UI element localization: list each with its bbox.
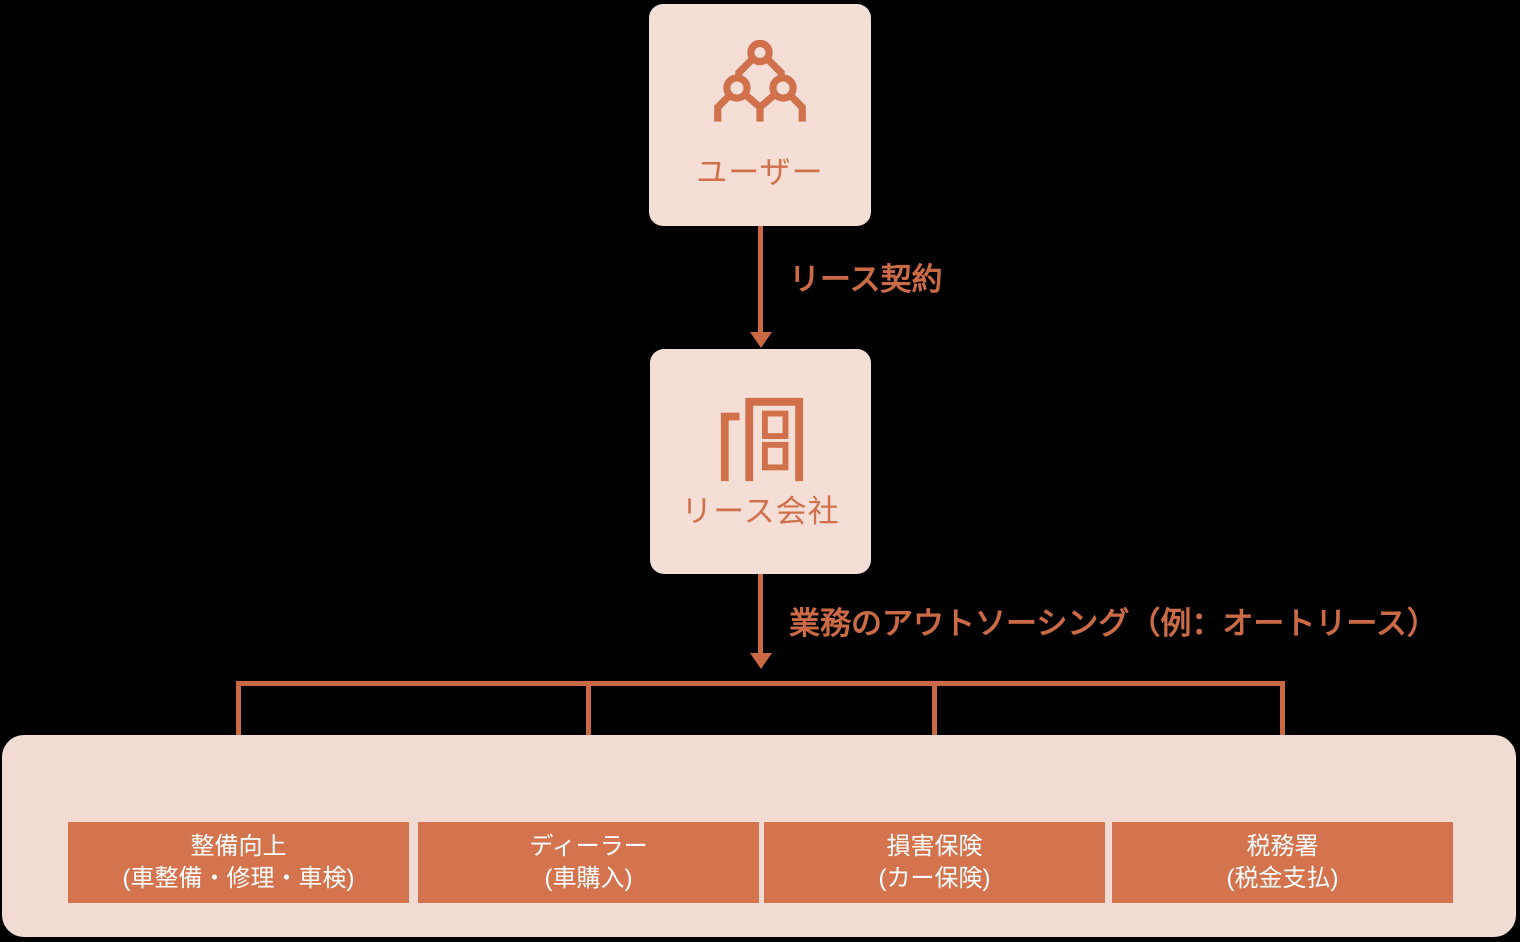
- arrow-lease-contract-head: [750, 332, 772, 348]
- people-group-icon: [714, 40, 806, 122]
- arrow-outsourcing-line: [758, 574, 763, 653]
- branch-arrow-line-1: [236, 681, 241, 786]
- node-user-label: ユーザー: [696, 155, 824, 190]
- building-icon: [720, 397, 803, 481]
- branch-box-tax-office: 税務署 (税金支払): [1112, 822, 1453, 903]
- branch-box-tax-office-subtitle: (税金支払): [1226, 864, 1339, 892]
- branch-arrow-line-3: [932, 681, 937, 786]
- branch-box-maintenance-subtitle: (車整備・修理・車検): [122, 864, 355, 892]
- edge-label-outsourcing: 業務のアウトソーシング（例：オートリース）: [789, 606, 1438, 641]
- branch-box-insurance: 損害保険 (カー保険): [764, 822, 1105, 903]
- node-user: ユーザー: [649, 4, 871, 226]
- branch-arrow-line-2: [586, 681, 591, 786]
- edge-label-lease-contract: リース契約: [789, 262, 943, 297]
- node-lease-company: リース会社: [650, 349, 871, 574]
- branch-box-insurance-title: 損害保険: [886, 832, 983, 860]
- branch-box-tax-office-title: 税務署: [1246, 832, 1319, 860]
- branch-box-maintenance-title: 整備向上: [190, 832, 287, 860]
- branch-box-dealer: ディーラー (車購入): [418, 822, 759, 903]
- arrow-lease-contract-line: [758, 226, 763, 332]
- branch-box-dealer-title: ディーラー: [529, 832, 648, 860]
- branch-box-dealer-subtitle: (車購入): [544, 864, 633, 892]
- partners-container: 整備向上 (車整備・修理・車検) ディーラー (車購入) 損害保険 (カー保険)…: [2, 735, 1516, 937]
- branch-box-insurance-subtitle: (カー保険): [878, 864, 991, 892]
- branch-box-maintenance: 整備向上 (車整備・修理・車検): [68, 822, 409, 903]
- arrow-outsourcing-head: [750, 653, 772, 669]
- branch-connector-line: [236, 681, 1285, 686]
- node-lease-company-label: リース会社: [681, 493, 840, 529]
- branch-arrow-line-4: [1280, 681, 1285, 786]
